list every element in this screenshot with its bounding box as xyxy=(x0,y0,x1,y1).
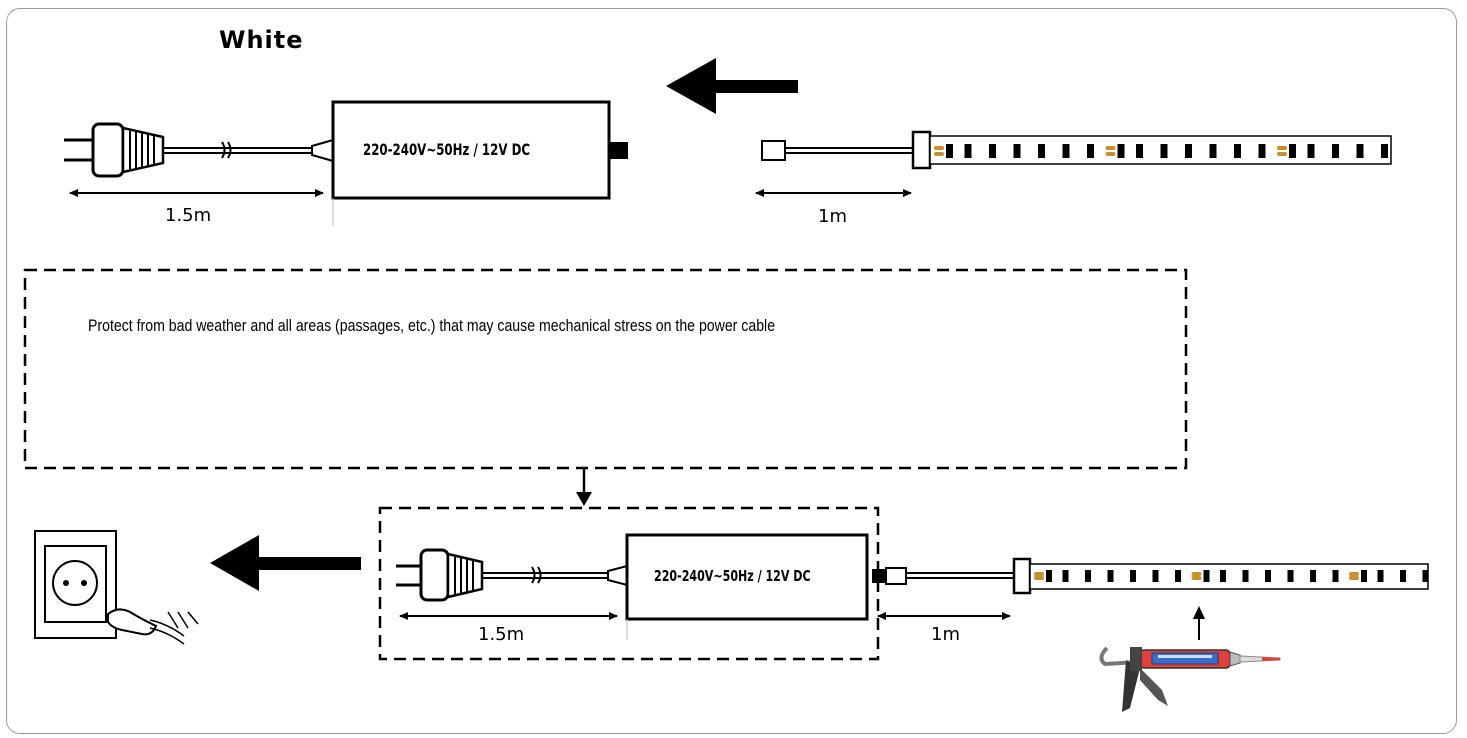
led-chip xyxy=(989,144,996,158)
led-chip xyxy=(1152,570,1159,582)
plug-icon xyxy=(396,548,484,602)
led-chip xyxy=(1136,144,1143,158)
led-chip xyxy=(1381,144,1388,158)
led-chip xyxy=(1356,144,1364,158)
led-chip xyxy=(1087,144,1094,158)
led-chip xyxy=(1175,570,1181,582)
led-strip-cable-top xyxy=(755,130,932,197)
led-strip xyxy=(1029,563,1429,590)
led-strip-cable-bottom xyxy=(872,557,1032,620)
led-chip xyxy=(946,144,953,158)
led-chip xyxy=(1377,570,1384,582)
led-resistor xyxy=(934,146,944,150)
led-chip xyxy=(1289,144,1296,158)
led-resistor xyxy=(1349,572,1359,576)
wall-socket-icon xyxy=(34,530,199,645)
led-chip xyxy=(1160,144,1168,158)
led-chip xyxy=(1130,570,1136,582)
led-chip xyxy=(1361,570,1367,582)
note-box xyxy=(23,268,1188,470)
page-title: White xyxy=(219,26,304,54)
led-chip xyxy=(1046,570,1052,582)
dc-connector xyxy=(610,142,628,159)
protected-area-box xyxy=(378,506,880,661)
plug-cable xyxy=(163,138,334,163)
measure-label-strip-bottom: 1m xyxy=(931,624,960,645)
power-supply-box xyxy=(331,100,611,200)
led-chip xyxy=(1332,570,1339,582)
arrow-left-icon xyxy=(210,535,361,591)
led-resistor xyxy=(1277,152,1287,156)
led-chip xyxy=(1310,570,1316,582)
power-supply-box xyxy=(625,533,869,621)
plug-icon xyxy=(64,122,165,178)
protection-note: Protect from bad weather and all areas (… xyxy=(88,316,776,335)
led-chip xyxy=(1400,570,1406,582)
led-strip xyxy=(929,135,1392,165)
power-supply-label-top: 220-240V~50Hz / 12V DC xyxy=(363,140,531,159)
led-chip xyxy=(1220,570,1226,582)
arrow-up-icon xyxy=(1193,606,1205,640)
led-chip xyxy=(1209,144,1217,158)
arrow-down-icon xyxy=(576,468,592,506)
led-chip xyxy=(1332,144,1339,158)
led-chip xyxy=(1062,570,1069,582)
led-chip xyxy=(1265,570,1271,582)
led-chip xyxy=(964,144,972,158)
led-chip xyxy=(1185,144,1192,158)
led-chip xyxy=(1422,570,1429,582)
led-resistor xyxy=(1191,572,1202,576)
led-resistor xyxy=(1349,576,1359,580)
led-chip xyxy=(1117,144,1125,158)
diagram-frame xyxy=(6,8,1457,734)
measure-label-plug-top: 1.5m xyxy=(165,205,212,226)
led-chip xyxy=(1287,570,1294,582)
led-chip xyxy=(1307,144,1315,158)
measure-label-plug-bottom: 1.5m xyxy=(478,624,525,645)
led-chip xyxy=(1258,144,1266,158)
measure-label-strip-top: 1m xyxy=(818,206,847,227)
led-resistor xyxy=(1191,576,1202,580)
led-chip xyxy=(1013,144,1021,158)
led-chip xyxy=(1234,144,1241,158)
led-chip xyxy=(1038,144,1045,158)
led-resistor xyxy=(1105,146,1116,150)
power-supply-label-bottom: 220-240V~50Hz / 12V DC xyxy=(654,567,811,585)
arrow-left-icon xyxy=(666,58,798,114)
led-chip xyxy=(1203,570,1210,582)
caulking-gun-icon xyxy=(1099,646,1281,712)
led-chip xyxy=(1085,570,1091,582)
led-resistor xyxy=(1105,152,1116,156)
plug-cable xyxy=(482,564,628,587)
led-resistor xyxy=(1034,576,1044,580)
led-chip xyxy=(1062,144,1070,158)
led-chip xyxy=(1242,570,1249,582)
led-chip xyxy=(1107,570,1114,582)
led-resistor xyxy=(1034,572,1044,576)
led-resistor xyxy=(1277,146,1287,150)
led-resistor xyxy=(934,152,944,156)
